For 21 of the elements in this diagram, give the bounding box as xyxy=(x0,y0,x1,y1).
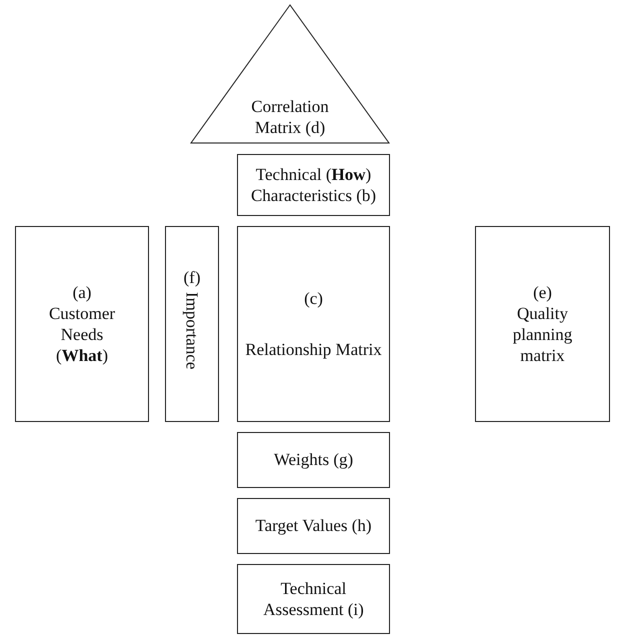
section-label: Target Values (h) xyxy=(255,515,372,537)
section-box xyxy=(237,498,390,554)
section-label: Correlation Matrix (d) xyxy=(250,96,330,138)
section-label: Technical (How) Characteristics (b) xyxy=(250,164,378,206)
section-box xyxy=(475,226,610,422)
section-label: Weights (g) xyxy=(274,449,354,471)
section-box xyxy=(237,564,390,634)
section-label: Quality planning matrix xyxy=(512,302,574,366)
section-letter: (f) xyxy=(184,267,200,288)
section-letter: (c) xyxy=(304,288,323,309)
section-box xyxy=(237,432,390,488)
section-box xyxy=(15,226,149,422)
section-letter: (e) xyxy=(533,282,552,303)
section-box xyxy=(237,226,390,422)
section-box xyxy=(165,226,219,422)
section-label: Customer Needs (What) xyxy=(48,302,116,366)
section-letter: (a) xyxy=(72,282,92,303)
section-label: Importance xyxy=(182,292,203,370)
section-label: Relationship Matrix xyxy=(245,339,382,360)
section-label: Technical Assessment (i) xyxy=(262,578,365,620)
section-box xyxy=(237,154,390,216)
